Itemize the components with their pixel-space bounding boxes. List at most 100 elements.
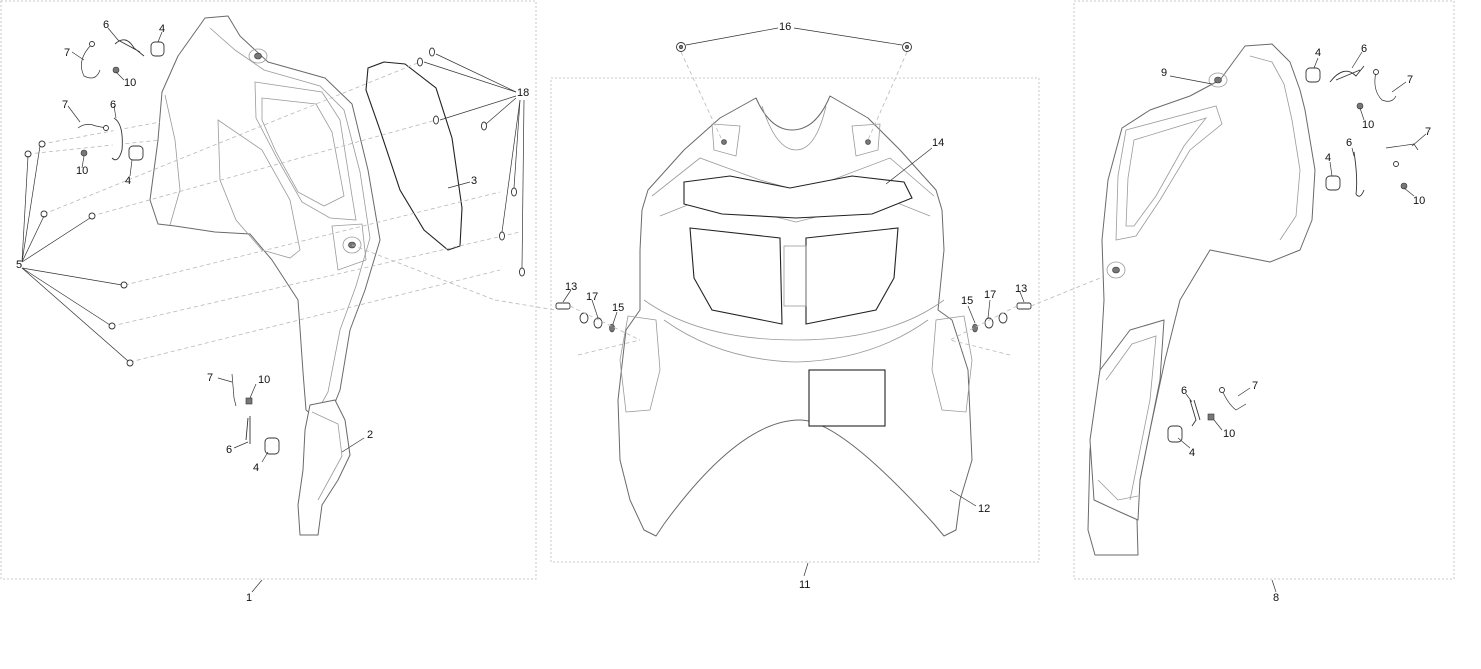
- leader: [1411, 133, 1427, 147]
- callout-right-clip-low: 6: [1181, 385, 1187, 397]
- assembly-line: [577, 339, 641, 356]
- left-side-panel-group: 6 4 7 10 7 6 10 4 5 18 3 7 10 2 6 4 1: [16, 15, 556, 604]
- leader: [1177, 437, 1191, 449]
- grommet: [150, 41, 165, 57]
- leader: [1213, 419, 1223, 431]
- callout-left-clip-mid: 6: [110, 99, 116, 111]
- leader: [803, 562, 809, 577]
- callout-center-assembly: 11: [799, 579, 810, 591]
- tether: [77, 124, 107, 129]
- callout-center-grommets-16: 16: [779, 21, 791, 33]
- clip: [511, 187, 517, 197]
- clip: [417, 57, 423, 67]
- right-panel-mount-mid-hole: [1112, 266, 1120, 274]
- leader: [113, 105, 117, 119]
- leader: [21, 267, 111, 326]
- callout-left-clips-18: 18: [517, 87, 529, 99]
- leader: [1271, 579, 1277, 593]
- callout-center-washer-left: 15: [612, 302, 624, 314]
- assembly-line: [680, 51, 723, 141]
- leader: [447, 181, 471, 189]
- callout-right-nut-mid: 10: [1413, 195, 1425, 207]
- left-leaders: [21, 27, 525, 593]
- nut: [126, 359, 134, 367]
- left-assembly-frame: [0, 0, 537, 580]
- right-leaders: [1169, 51, 1427, 593]
- leader: [21, 145, 41, 263]
- center-right-wing: [931, 315, 973, 413]
- callout-right-clip-mid: 6: [1346, 137, 1352, 149]
- center-left-mount-tab: [711, 123, 741, 157]
- left-lower-panel-detail: [311, 411, 343, 501]
- center-cowl-group: 16 14 13 17 15 15 17 13 12 11: [555, 21, 1116, 591]
- tether: [81, 43, 101, 79]
- pin-13-left: [555, 302, 571, 310]
- leader: [21, 215, 45, 263]
- r-clip: [111, 117, 123, 161]
- right-panel-lower-flap: [1089, 319, 1165, 521]
- assembly-line: [91, 119, 437, 217]
- center-leaders: [562, 27, 1025, 577]
- left-lower-hardware: [231, 373, 280, 455]
- callout-right-nut-top: 10: [1362, 119, 1374, 131]
- assembly-line: [43, 61, 421, 215]
- left-side-panel-inner: [209, 27, 371, 411]
- left-panel-side-flap: [164, 94, 181, 226]
- callout-center-pin-left: 13: [565, 281, 577, 293]
- pin-13-right: [1016, 302, 1032, 310]
- clip: [481, 121, 487, 131]
- leader: [949, 489, 977, 507]
- grommet-16-left-hole: [678, 44, 684, 50]
- nut-10: [80, 149, 88, 157]
- callout-left-lower-panel: 2: [367, 429, 373, 441]
- r-clip: [1329, 65, 1365, 83]
- leader: [71, 51, 85, 61]
- center-left-mount-hole: [721, 139, 727, 145]
- callout-left-tether-top: 7: [64, 47, 70, 59]
- assembly-line: [494, 299, 556, 311]
- callout-left-window: 3: [471, 175, 477, 187]
- leader: [81, 155, 85, 169]
- left-lower-panel: [297, 399, 351, 536]
- r-clip: [114, 39, 145, 57]
- leader: [21, 267, 129, 362]
- right-side-panel-group: 4 6 9 7 10 7 6 4 10 7 6 10 4 8: [1087, 43, 1431, 604]
- nut: [108, 322, 116, 330]
- leader: [591, 299, 599, 319]
- nut-10: [1400, 182, 1408, 190]
- clip: [499, 231, 505, 241]
- leader: [1237, 387, 1251, 397]
- leader: [485, 97, 517, 125]
- callout-right-panel: 9: [1161, 67, 1167, 79]
- callout-right-nut-low: 10: [1223, 428, 1235, 440]
- r-clip: [1189, 399, 1201, 427]
- grommet: [1305, 67, 1321, 83]
- leader: [513, 99, 521, 189]
- leader: [885, 147, 933, 185]
- callout-right-clip-top: 6: [1361, 43, 1367, 55]
- leader: [1351, 147, 1355, 157]
- callout-center-spacer-right: 17: [984, 289, 996, 301]
- leader: [129, 159, 133, 177]
- washer-15-right: [972, 323, 978, 333]
- callout-left-clip-top: 6: [103, 19, 109, 31]
- clip: [519, 267, 525, 277]
- left-side-panel: [149, 15, 381, 421]
- assembly-line: [41, 121, 161, 145]
- right-panel-window-opening: [1115, 105, 1223, 241]
- nut-10: [245, 397, 253, 405]
- callout-left-grommet-low: 4: [253, 462, 259, 474]
- grommet-16-right-hole: [904, 44, 910, 50]
- callout-right-tether-top: 7: [1407, 74, 1413, 86]
- nut-10: [1207, 413, 1215, 421]
- tether-ring: [1373, 69, 1379, 75]
- center-lower-contour: [663, 319, 929, 363]
- right-upper-hardware: [1305, 65, 1419, 197]
- leader: [1313, 57, 1319, 69]
- callout-left-clip-low: 6: [226, 444, 232, 456]
- leader: [1391, 81, 1407, 93]
- right-panel-mount-top-hole: [1214, 76, 1222, 84]
- callout-right-assembly: 8: [1273, 592, 1279, 604]
- leader: [1403, 187, 1415, 197]
- center-left-wing: [619, 315, 661, 413]
